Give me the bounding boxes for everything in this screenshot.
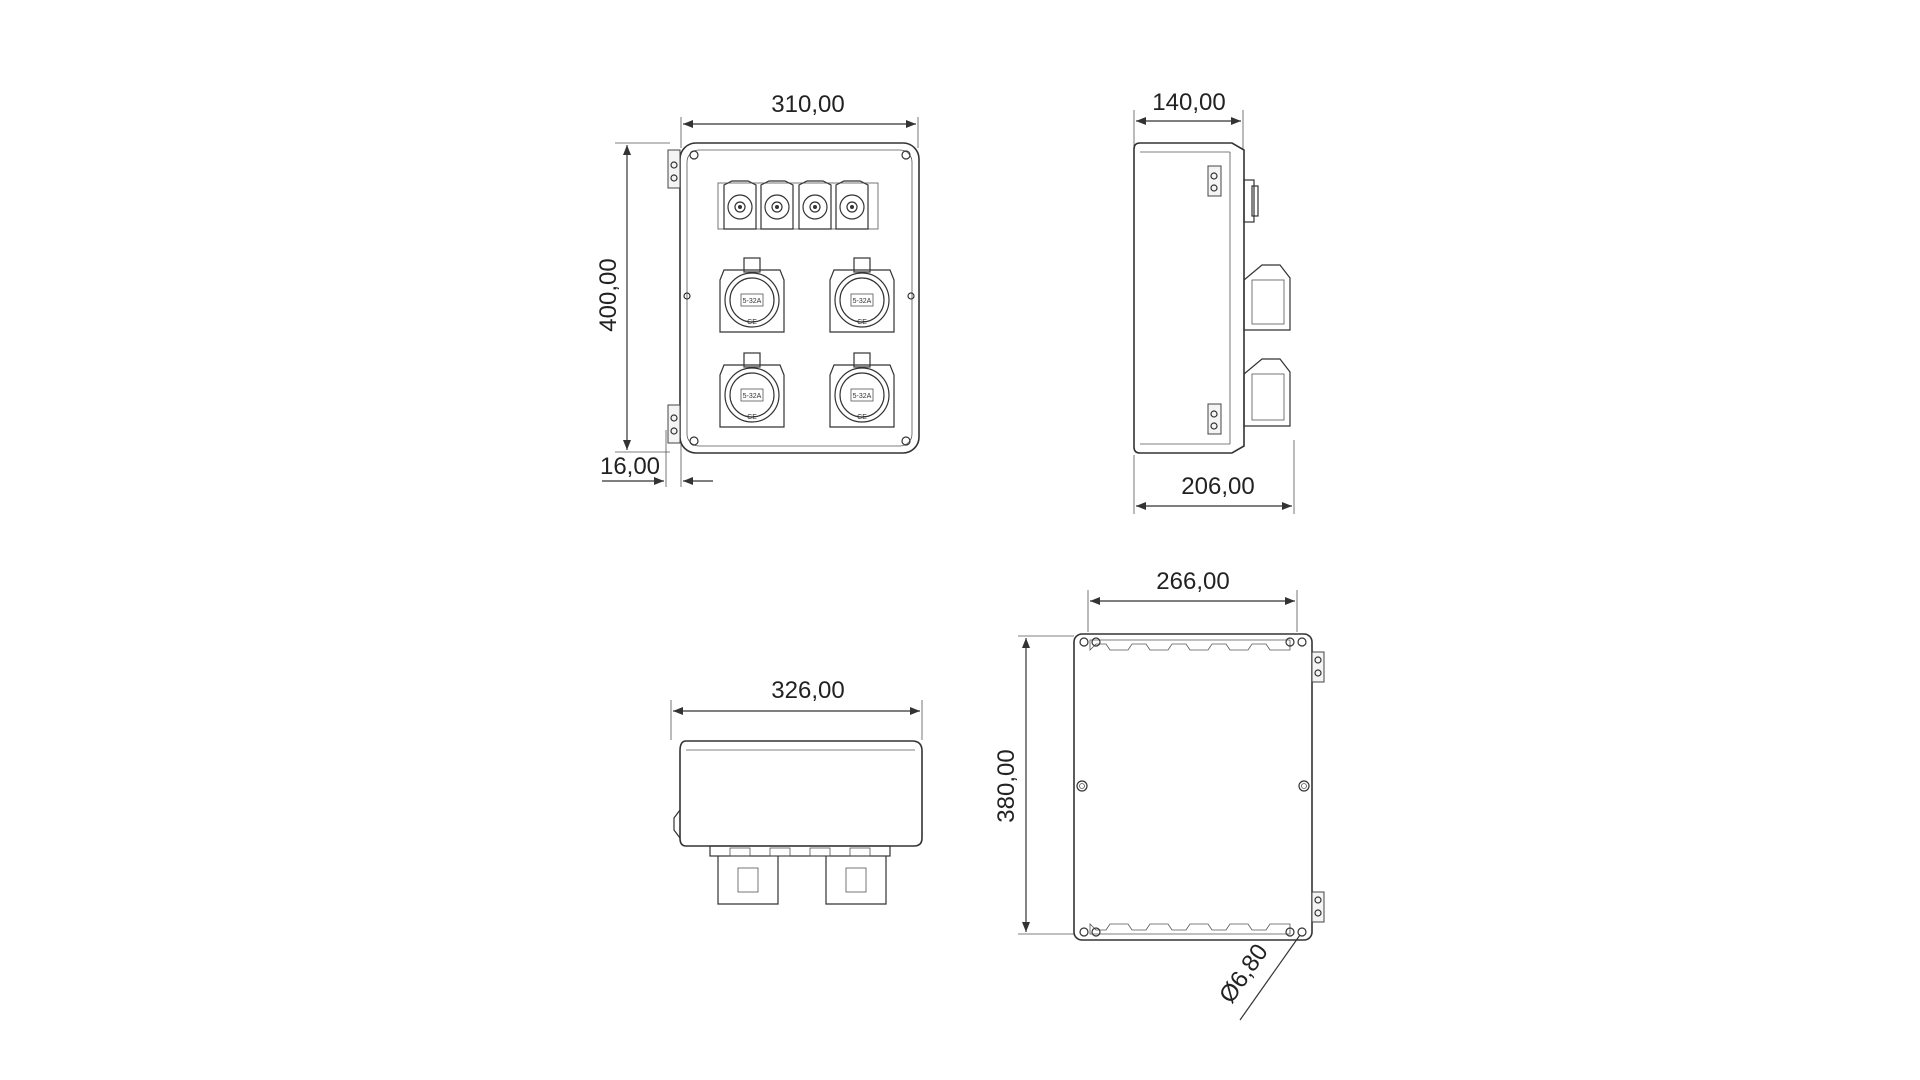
side-view: 140,00 206,00 — [1133, 89, 1295, 514]
back-height-dimension: 380,00 — [993, 749, 1020, 822]
front-width-dimension: 310,00 — [771, 91, 844, 118]
socket-rating-label: 5-32A — [853, 393, 872, 400]
front-view: 310,00 400,00 16,00 — [595, 91, 920, 487]
back-width-dimension: 266,00 — [1156, 568, 1229, 595]
large-socket-4: 5-32A CE — [829, 352, 895, 428]
front-height-dimension: 400,00 — [595, 258, 622, 331]
large-socket-1: 5-32A CE — [719, 257, 785, 333]
ce-mark: CE — [857, 319, 867, 326]
socket-rating-label: 5-32A — [743, 393, 762, 400]
side-total-depth-dimension: 206,00 — [1181, 473, 1254, 500]
front-offset-dimension: 16,00 — [600, 453, 660, 480]
socket-rating-label: 5-32A — [853, 298, 872, 305]
bottom-view: 326,00 — [670, 677, 923, 905]
ce-mark: CE — [747, 414, 757, 421]
large-socket-3: 5-32A CE — [719, 352, 785, 428]
side-depth-dimension: 140,00 — [1152, 89, 1225, 116]
small-sockets-row — [717, 180, 879, 230]
socket-rating-label: 5-32A — [743, 298, 762, 305]
large-socket-2: 5-32A CE — [829, 257, 895, 333]
ce-mark: CE — [857, 414, 867, 421]
back-view: 266,00 380,00 Ø6,80 — [993, 568, 1325, 1021]
hole-diameter-dimension: Ø6,80 — [1214, 939, 1274, 1008]
bottom-width-dimension: 326,00 — [771, 677, 844, 704]
ce-mark: CE — [747, 319, 757, 326]
